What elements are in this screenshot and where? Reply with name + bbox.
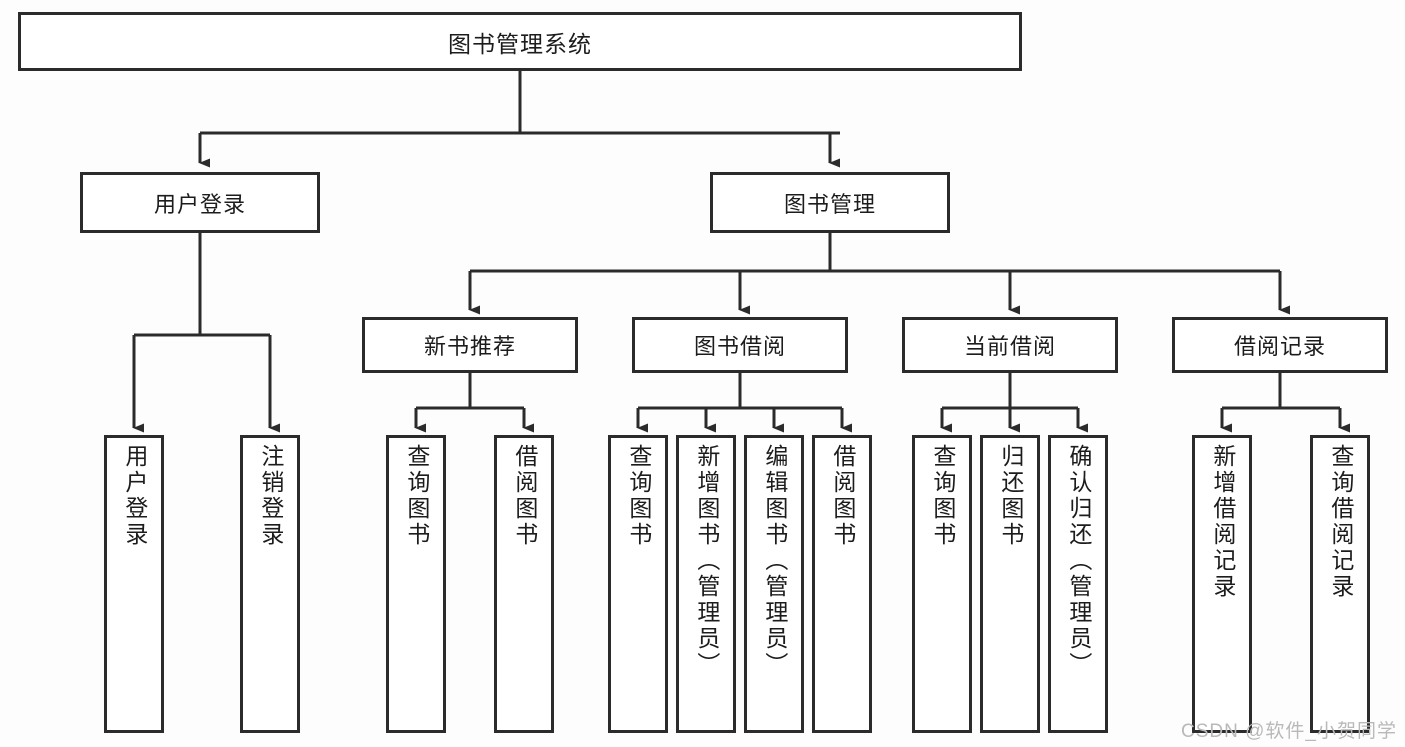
node-current-borrow[interactable]: 当前借阅	[902, 317, 1118, 373]
leaf-confirm-return-admin-label: 确认归还（管理员）	[1065, 444, 1092, 678]
leaf-return-book-label: 归还图书	[997, 444, 1024, 548]
node-user-login[interactable]: 用户登录	[80, 172, 320, 233]
node-book-borrow-label: 图书借阅	[693, 334, 786, 359]
node-book-management-label: 图书管理	[783, 191, 876, 217]
node-new-book-recommend[interactable]: 新书推荐	[362, 317, 578, 373]
leaf-query-book-current[interactable]: 查询图书	[912, 435, 972, 733]
leaf-borrow-book-newbook[interactable]: 借阅图书	[494, 435, 554, 733]
node-borrow-record-label: 借阅记录	[1233, 334, 1326, 359]
leaf-logout[interactable]: 注销登录	[240, 435, 300, 733]
leaf-add-book-admin-label: 新增图书（管理员）	[693, 444, 720, 678]
leaf-add-book-admin[interactable]: 新增图书（管理员）	[676, 435, 736, 733]
leaf-edit-book-admin[interactable]: 编辑图书（管理员）	[744, 435, 804, 733]
leaf-user-login-label: 用户登录	[121, 444, 148, 548]
leaf-confirm-return-admin[interactable]: 确认归还（管理员）	[1048, 435, 1108, 733]
leaf-query-borrow-record-label: 查询借阅记录	[1327, 444, 1354, 600]
node-user-login-label: 用户登录	[153, 191, 246, 217]
node-root[interactable]: 图书管理系统	[18, 12, 1022, 71]
node-root-label: 图书管理系统	[448, 30, 592, 57]
leaf-add-borrow-record[interactable]: 新增借阅记录	[1192, 435, 1252, 733]
watermark-text: CSDN @软件_小贺同学	[1181, 721, 1397, 742]
leaf-borrow-book-newbook-label: 借阅图书	[511, 444, 538, 548]
leaf-borrow-book-borrow-label: 借阅图书	[829, 444, 856, 548]
leaf-query-borrow-record[interactable]: 查询借阅记录	[1310, 435, 1370, 733]
leaf-query-book-newbook-label: 查询图书	[403, 444, 430, 548]
leaf-query-book-borrow-label: 查询图书	[625, 444, 652, 548]
leaf-query-book-current-label: 查询图书	[929, 444, 956, 548]
leaf-return-book[interactable]: 归还图书	[980, 435, 1040, 733]
node-book-management[interactable]: 图书管理	[710, 172, 950, 233]
node-borrow-record[interactable]: 借阅记录	[1172, 317, 1388, 373]
leaf-user-login[interactable]: 用户登录	[104, 435, 164, 733]
leaf-edit-book-admin-label: 编辑图书（管理员）	[761, 444, 788, 678]
leaf-logout-label: 注销登录	[257, 444, 284, 548]
node-book-borrow[interactable]: 图书借阅	[632, 317, 848, 373]
leaf-borrow-book-borrow[interactable]: 借阅图书	[812, 435, 872, 733]
node-current-borrow-label: 当前借阅	[963, 334, 1056, 359]
node-new-book-recommend-label: 新书推荐	[423, 334, 516, 359]
leaf-query-book-newbook[interactable]: 查询图书	[386, 435, 446, 733]
leaf-add-borrow-record-label: 新增借阅记录	[1209, 444, 1236, 600]
leaf-query-book-borrow[interactable]: 查询图书	[608, 435, 668, 733]
